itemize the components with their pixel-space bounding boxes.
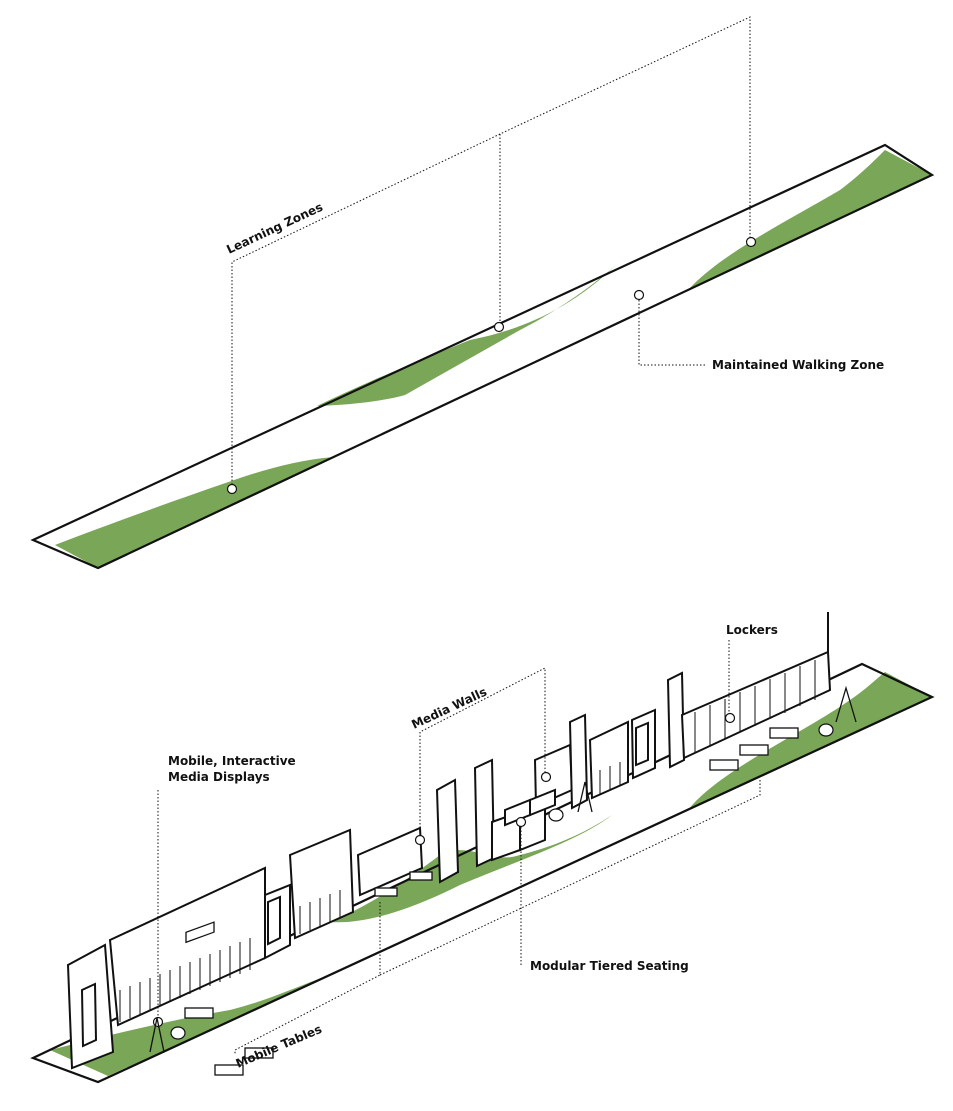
zone-marker-2	[493, 321, 505, 333]
media-displays-callout: Mobile, Interactive Media Displays	[157, 754, 296, 1017]
top-corridor-strip	[30, 143, 935, 570]
learning-zones-callout: Learning Zones	[224, 16, 757, 495]
floor-green-3	[688, 672, 932, 810]
seating-marker	[515, 816, 527, 828]
learning-zone-3	[688, 150, 932, 290]
zone-marker-1	[226, 483, 238, 495]
media-displays-label-line1: Mobile, Interactive	[168, 754, 296, 768]
learning-zones-label: Learning Zones	[224, 200, 325, 257]
media-displays-label-line2: Media Displays	[168, 770, 270, 784]
locker-bank	[680, 650, 832, 760]
bottom-corridor-floor	[30, 662, 935, 1084]
media-walls-label: Media Walls	[409, 685, 489, 732]
floor-green-2	[330, 815, 612, 923]
learning-zone-1	[55, 457, 333, 568]
learning-zone-2	[317, 263, 618, 406]
wall-panel-8	[666, 671, 686, 769]
lockers-callout: Lockers	[726, 623, 778, 713]
lockers-marker	[724, 712, 736, 724]
media-wall-1	[435, 778, 460, 884]
media-wall-3	[568, 713, 589, 810]
mobile-tables-group	[184, 727, 799, 1076]
zone-marker-3	[745, 236, 757, 248]
mobile-tables-label: Mobile Tables	[234, 1022, 324, 1071]
tiered-seating-callout: Modular Tiered Seating	[520, 827, 689, 973]
walking-zone-marker	[633, 289, 645, 301]
lockers-label: Lockers	[726, 623, 778, 637]
door-3	[635, 721, 649, 767]
media-wall-marker-2	[540, 771, 552, 783]
tiered-seating	[491, 788, 556, 862]
floor-green-1	[50, 975, 330, 1076]
wall-panel-7	[588, 720, 629, 800]
media-wall-marker-1	[414, 834, 426, 846]
walking-zone-callout: Maintained Walking Zone	[633, 289, 884, 372]
walking-zone-label: Maintained Walking Zone	[712, 358, 884, 372]
locker-lines	[119, 660, 816, 1022]
wall-panel-4	[288, 828, 355, 940]
stools	[170, 723, 834, 1040]
wall-panel-5	[356, 826, 424, 897]
back-walls	[66, 612, 832, 1070]
doors	[80, 721, 649, 1048]
door-2	[267, 895, 281, 946]
corridor-outline	[30, 143, 935, 570]
wall-panel-2	[108, 866, 266, 1027]
tiered-seating-label: Modular Tiered Seating	[530, 959, 689, 973]
door-1	[80, 982, 98, 1048]
easels	[149, 685, 857, 1053]
